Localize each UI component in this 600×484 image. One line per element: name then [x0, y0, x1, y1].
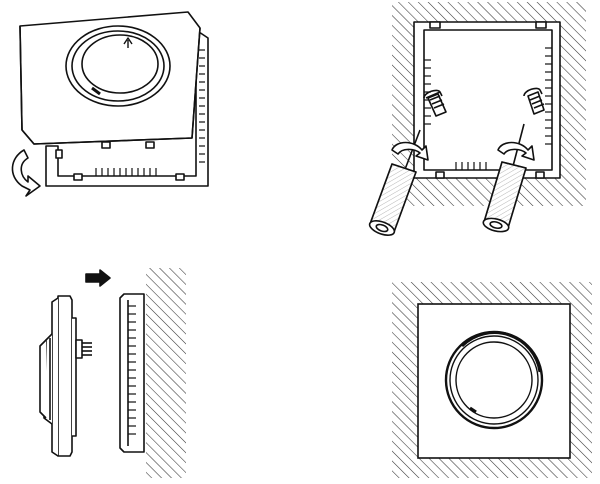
wall-hatch-front [392, 282, 592, 478]
panel-installed [392, 282, 592, 478]
front-unit-side [39, 295, 92, 457]
dial-knob [444, 330, 544, 430]
rotate-arrow-icon [11, 149, 41, 197]
rotate-arrow-left-icon [391, 141, 429, 161]
wall-hatch-side [146, 268, 186, 478]
screwdriver-right-icon [482, 161, 527, 233]
screw-right-icon [523, 87, 545, 115]
rotate-arrow-right-icon [497, 141, 535, 161]
panel-attach-front [39, 268, 186, 478]
panel-screw-backbox [368, 2, 586, 236]
push-arrow-icon [85, 269, 111, 287]
dial-indicator-icon [469, 406, 477, 414]
screwdriver-left-icon [368, 163, 417, 236]
screw-left-icon [423, 89, 447, 117]
connector-pins-icon [75, 339, 92, 359]
dial-tilted [65, 25, 171, 107]
panel-remove-front-cover [11, 11, 209, 197]
backbox-side [119, 293, 145, 453]
backbox-ribs [424, 47, 552, 170]
